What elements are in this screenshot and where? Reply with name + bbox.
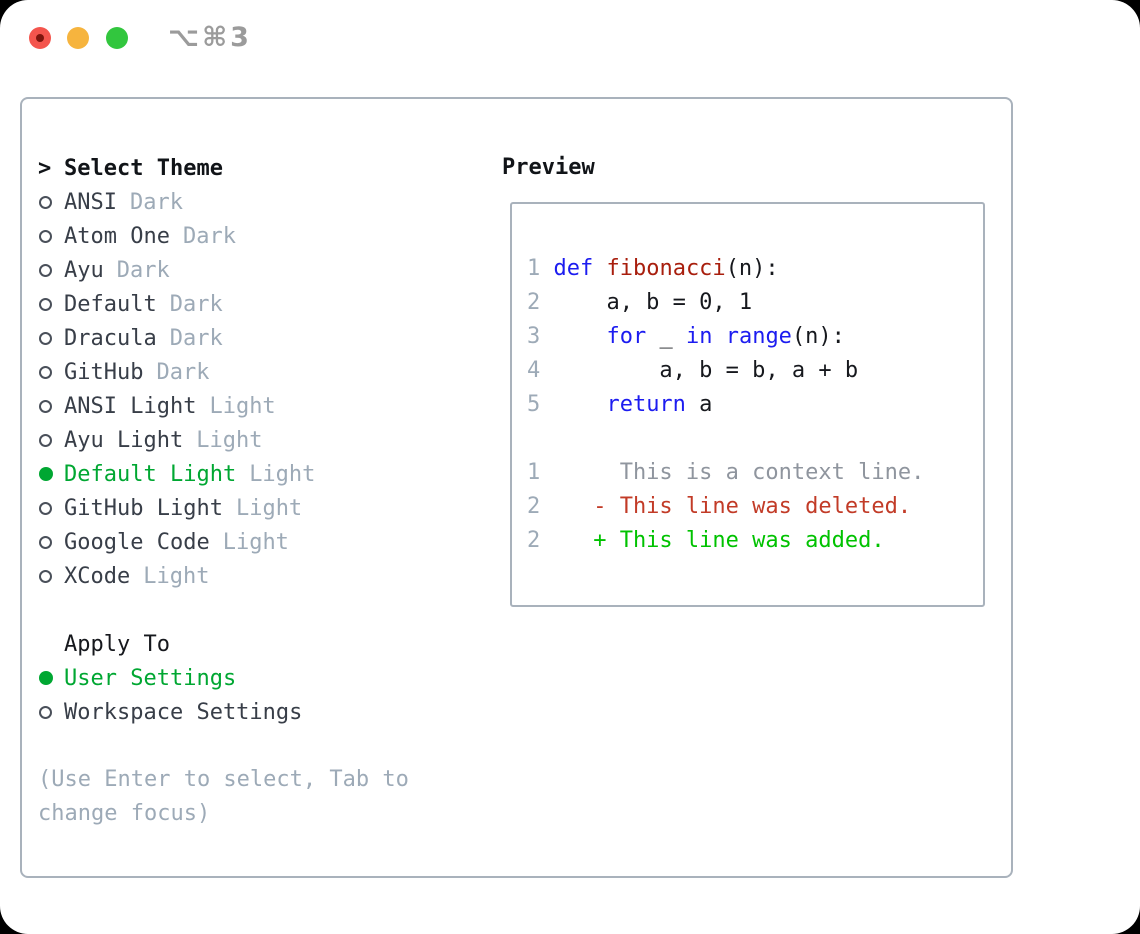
theme-option-default-light[interactable]: Default Light Light — [38, 457, 468, 491]
theme-variant-tag: Light — [249, 461, 316, 487]
theme-option-github[interactable]: GitHub Dark — [38, 355, 468, 389]
theme-option-ayu-light[interactable]: Ayu Light Light — [38, 423, 468, 457]
theme-name: Default Light — [64, 461, 237, 487]
radio-selected-icon — [39, 671, 53, 685]
theme-option-dracula[interactable]: Dracula Dark — [38, 321, 468, 355]
spacer — [38, 593, 468, 627]
theme-variant-tag: Dark — [169, 325, 223, 351]
code-line: 2 a, b = 0, 1 — [527, 286, 983, 320]
theme-variant-tag: Dark — [169, 291, 223, 317]
theme-name: Dracula — [64, 325, 157, 351]
theme-name: XCode — [64, 563, 131, 589]
diff-line-deleted: 2 - This line was deleted. — [527, 490, 983, 524]
theme-variant-tag: Light — [143, 563, 210, 589]
theme-name: ANSI Light — [64, 393, 197, 419]
radio-icon — [39, 501, 52, 515]
radio-icon — [39, 433, 52, 447]
select-theme-header: > Select Theme — [38, 151, 468, 185]
theme-name: GitHub Light — [64, 495, 223, 521]
theme-name: GitHub — [64, 359, 144, 385]
cursor-arrow-icon: > — [38, 155, 52, 181]
theme-option-ansi[interactable]: ANSI Dark — [38, 185, 468, 219]
apply-to-title: Apply To — [64, 631, 170, 657]
line-number: 2 — [527, 494, 541, 519]
code-line: 3 for _ in range(n): — [527, 320, 983, 354]
radio-icon — [39, 399, 52, 413]
theme-option-ansi-light[interactable]: ANSI Light Light — [38, 389, 468, 423]
apply-option-label: User Settings — [64, 665, 237, 691]
spacer — [38, 729, 468, 763]
title-bar: ⌥⌘3 — [0, 0, 1140, 76]
theme-option-github-light[interactable]: GitHub Light Light — [38, 491, 468, 525]
radio-icon — [39, 195, 52, 209]
theme-variant-tag: Light — [196, 427, 263, 453]
radio-icon — [39, 263, 52, 277]
radio-icon — [39, 297, 52, 311]
keyboard-hint: (Use Enter to select, Tab to change focu… — [38, 767, 423, 826]
code-line: 4 a, b = b, a + b — [527, 354, 983, 388]
theme-name: ANSI — [64, 189, 117, 215]
apply-option-workspace-settings[interactable]: Workspace Settings — [38, 695, 468, 729]
theme-variant-tag: Light — [222, 529, 289, 555]
blank-line — [527, 422, 983, 456]
radio-selected-icon — [39, 467, 53, 481]
close-button[interactable] — [29, 27, 51, 49]
preview-title: Preview — [502, 155, 595, 180]
line-number: 1 — [527, 256, 541, 281]
radio-icon — [39, 535, 52, 549]
apply-option-label: Workspace Settings — [64, 699, 303, 725]
theme-variant-tag: Light — [209, 393, 276, 419]
theme-variant-tag: Dark — [182, 223, 236, 249]
code-line: 5 return a — [527, 388, 983, 422]
diff-line-added: 2 + This line was added. — [527, 524, 983, 558]
theme-variant-tag: Dark — [129, 189, 183, 215]
radio-icon — [39, 705, 52, 719]
theme-variant-tag: Light — [235, 495, 303, 521]
radio-icon — [39, 331, 52, 345]
theme-name: Google Code — [64, 529, 210, 555]
window-title: ⌥⌘3 — [168, 22, 252, 53]
theme-option-xcode[interactable]: XCode Light — [38, 559, 468, 593]
theme-variant-tag: Dark — [116, 257, 170, 283]
line-number: 3 — [527, 324, 541, 349]
line-number: 2 — [527, 528, 541, 553]
minimize-button[interactable] — [67, 27, 89, 49]
radio-icon — [39, 569, 52, 583]
apply-option-user-settings[interactable]: User Settings — [38, 661, 468, 695]
radio-icon — [39, 365, 52, 379]
theme-option-google-code[interactable]: Google Code Light — [38, 525, 468, 559]
theme-option-default[interactable]: Default Dark — [38, 287, 468, 321]
theme-option-atom-one[interactable]: Atom One Dark — [38, 219, 468, 253]
diff-line-context: 1 This is a context line. — [527, 456, 983, 490]
theme-option-ayu[interactable]: Ayu Dark — [38, 253, 468, 287]
unsaved-dot-icon — [36, 34, 44, 42]
line-number: 4 — [527, 358, 541, 383]
line-number: 1 — [527, 460, 541, 485]
zoom-button[interactable] — [106, 27, 128, 49]
select-theme-title: Select Theme — [64, 155, 223, 181]
theme-name: Atom One — [64, 223, 170, 249]
apply-to-header: Apply To — [38, 627, 468, 661]
theme-variant-tag: Dark — [156, 359, 210, 385]
line-number: 2 — [527, 290, 541, 315]
theme-name: Ayu Light — [64, 427, 184, 453]
theme-name: Default — [64, 291, 157, 317]
radio-icon — [39, 229, 52, 243]
line-number: 5 — [527, 392, 541, 417]
theme-name: Ayu — [64, 257, 104, 283]
